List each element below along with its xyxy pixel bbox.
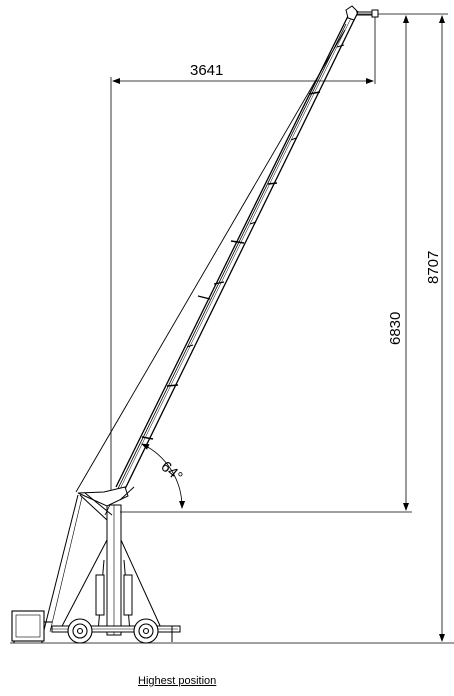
angle-indicator: [141, 443, 186, 509]
dim-label-3641: 3641: [190, 62, 223, 79]
tower-column: [59, 486, 163, 636]
figure-caption: Highest position: [138, 675, 217, 687]
boom-arm: [43, 9, 358, 633]
dim-label-8707: 8707: [425, 251, 442, 284]
dim-label-6830: 6830: [387, 312, 404, 345]
dimension-lift-height: [120, 13, 412, 513]
counterweight-box: [11, 610, 52, 643]
angle-label: 64°: [157, 458, 185, 486]
wheel-right: [133, 618, 159, 644]
boom-head: [345, 5, 379, 21]
dimension-total-height: [412, 13, 448, 642]
dimension-horizontal-reach: [110, 14, 376, 495]
wheel-left: [67, 618, 93, 644]
brake-handle: [169, 625, 175, 642]
